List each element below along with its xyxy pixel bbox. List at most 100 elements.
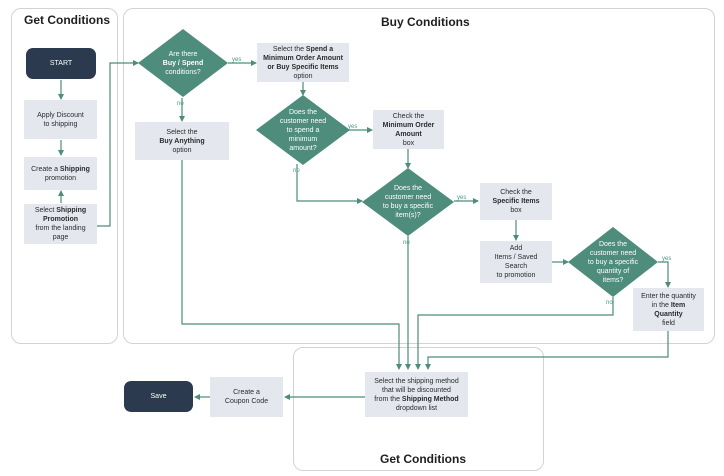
d3-line4: item(s)?	[395, 212, 421, 219]
select-buy-anything-box: Select the Buy Anything option	[135, 122, 229, 160]
qty-line2: in the Item	[652, 301, 685, 310]
qty-l3: field	[662, 319, 675, 327]
d2-line1: Does the	[288, 108, 318, 116]
apply-discount-line2: to shipping	[43, 120, 78, 128]
label-yes-3: yes	[457, 195, 467, 201]
decision-buy-spend-diamond	[138, 29, 228, 97]
d4-line3: to buy a specific	[587, 258, 639, 266]
d3-line2: customer need	[384, 194, 432, 201]
minamt-b1: Minimum Order	[382, 121, 435, 129]
center-panel-title: Buy Conditions	[381, 15, 470, 29]
edge-d2-no	[296, 164, 363, 204]
save-terminal: Save	[124, 381, 193, 412]
select-shipping-promotion-box: Select Shipping Promotion from the landi…	[24, 204, 97, 244]
select-sp-line1: Select Shipping	[35, 206, 86, 215]
select-sp-pre: Select	[34, 207, 57, 214]
decision-specific-items-diamond	[362, 168, 454, 236]
edge-d4-yes	[658, 261, 671, 288]
d4-line1: Does the	[598, 240, 628, 248]
add-l2: Items / Saved Search	[494, 254, 538, 270]
minamt-l2: box	[402, 139, 415, 147]
spend-b2: Minimum Order Amount	[263, 54, 343, 62]
edge-landing-to-decision	[97, 60, 139, 227]
d2-line4: minimum	[288, 135, 318, 143]
buyany-b1: Buy Anything	[159, 137, 205, 145]
minamt-l1: Check the	[392, 112, 425, 120]
decision-quantity-diamond	[568, 227, 658, 297]
decision-min-amount-text: Does the customer need to spend a minimu…	[266, 106, 340, 154]
create-coupon-code-box: Create a Coupon Code	[210, 377, 283, 417]
d3-line1: Does the	[393, 185, 423, 192]
select-sp-post2: page	[52, 234, 69, 241]
qty-l1: Enter the quantity	[641, 292, 696, 300]
label-yes-1: yes	[232, 57, 242, 63]
minamt-b2: Amount	[395, 130, 422, 138]
d2-line2: customer need	[279, 117, 327, 125]
select-spend-option-box: Select the Spend a Minimum Order Amount …	[257, 43, 349, 82]
edge-quantity-to-shipping	[425, 331, 669, 370]
qty-l2: in the	[651, 301, 671, 309]
label-no-2: no	[293, 168, 300, 174]
d3-line3: to buy a specific	[382, 203, 434, 210]
check-min-order-amount-box: Check the Minimum Order Amount box	[373, 110, 444, 149]
shipmeth-l2: that will be discounted	[382, 386, 451, 394]
start-terminal: START	[26, 48, 96, 79]
create-shipping-line1: Create a Shipping	[31, 165, 90, 174]
d2-line5: amount?	[289, 144, 317, 152]
d1-line2: Buy / Spend	[162, 59, 204, 67]
select-sp-post1: from the landing	[35, 225, 86, 232]
buyany-l2: option	[172, 146, 192, 154]
decision-quantity-text: Does the customer need to buy a specific…	[576, 238, 650, 286]
spend-line1: Select the Spend a	[273, 45, 333, 54]
shipmeth-l4: dropdown list	[395, 404, 438, 412]
spend-l1: Select the	[272, 45, 306, 53]
select-shipping-method-box: Select the shipping method that will be …	[365, 372, 468, 417]
select-sp-bold2: Promotion	[43, 216, 78, 223]
qty-b2: Quantity	[654, 310, 683, 318]
label-no-1: no	[177, 101, 184, 107]
shipmeth-line3: from the Shipping Method	[374, 395, 458, 404]
create-shipping-line2: promotion	[44, 174, 77, 182]
d4-line4: quantity of	[596, 267, 630, 275]
d2-line3: to spend a	[286, 126, 320, 134]
apply-discount-box: Apply Discount to shipping	[24, 100, 97, 139]
d4-line2: customer need	[589, 249, 637, 257]
left-panel-title: Get Conditions	[24, 13, 110, 27]
decision-specific-items-text: Does the customer need to buy a specific…	[370, 182, 446, 222]
shipmeth-b1: Shipping Method	[401, 395, 459, 403]
shipmeth-l1: Select the shipping method	[374, 377, 459, 385]
select-sp-bold1: Shipping	[56, 207, 87, 214]
spend-b1: Spend a	[305, 45, 334, 53]
check-specific-items-box: Check the Specific Items box	[480, 183, 552, 220]
add-l1: Add	[509, 245, 523, 252]
shipmeth-l3: from the	[374, 395, 402, 403]
d1-line3: conditions?	[165, 68, 201, 76]
create-shipping-bold: Shipping	[59, 165, 90, 173]
add-l3: to promotion	[496, 272, 536, 279]
d1-line1: Are there	[168, 50, 198, 58]
specitems-l1: Check the	[500, 189, 532, 196]
label-yes-4: yes	[662, 256, 672, 262]
spend-l2: option	[293, 72, 313, 80]
decision-min-amount-diamond	[256, 95, 350, 165]
label-no-3: no	[403, 240, 410, 246]
d4-line5: items?	[602, 276, 624, 284]
coupon-l2: Coupon Code	[224, 398, 269, 405]
enter-item-quantity-box: Enter the quantity in the Item Quantity …	[633, 288, 704, 331]
label-no-4: no	[606, 300, 613, 306]
specitems-b1: Specific Items	[492, 198, 540, 205]
create-shipping-pre: Create a	[31, 165, 60, 173]
buyany-l1: Select the	[166, 128, 198, 136]
apply-discount-line1: Apply Discount	[37, 111, 84, 119]
spend-b3: or Buy Specific Items	[267, 63, 339, 71]
specitems-l2: box	[510, 207, 522, 214]
create-shipping-box: Create a Shipping promotion	[24, 157, 97, 190]
edge-d4-no	[415, 297, 614, 370]
decision-buy-spend-text: Are there Buy / Spend conditions?	[148, 44, 218, 82]
qty-b1: Item	[670, 301, 686, 309]
bottom-panel-title: Get Conditions	[380, 452, 466, 466]
edge-buyanything-to-shipping	[181, 160, 402, 370]
label-yes-2: yes	[348, 124, 358, 130]
coupon-l1: Create a	[233, 389, 260, 396]
